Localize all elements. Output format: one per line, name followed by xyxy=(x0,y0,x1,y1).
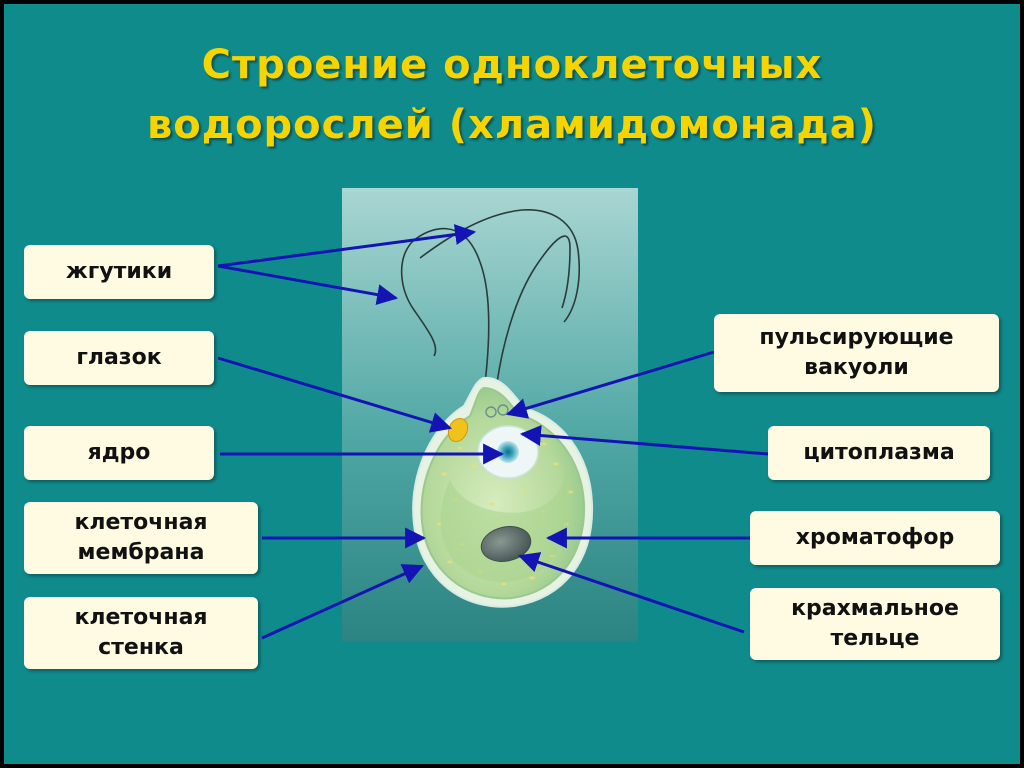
label-starch-line2: тельце xyxy=(830,626,920,651)
label-cell-wall-line2: стенка xyxy=(98,635,184,660)
label-cytoplasm-text: цитоплазма xyxy=(803,440,955,465)
flagellum-left xyxy=(400,227,490,393)
label-flagella: жгутики xyxy=(24,245,214,299)
label-nucleus: ядро xyxy=(24,426,214,480)
nucleus-core xyxy=(497,441,519,463)
label-vacuoles-line2: вакуоли xyxy=(804,355,909,380)
label-vacuoles-line1: пульсирующие xyxy=(759,325,954,350)
vacuole-left xyxy=(485,406,497,418)
arrow-cytoplasm xyxy=(519,425,769,456)
label-contractile-vacuoles: пульсирующие вакуоли xyxy=(714,314,999,392)
arrow-wall xyxy=(261,564,424,640)
label-eyespot-text: глазок xyxy=(76,345,162,370)
arrow-flagella-lower xyxy=(217,264,399,305)
label-flagella-text: жгутики xyxy=(65,259,173,284)
title-line-2: водорослей (хламидомонада) xyxy=(146,102,878,148)
title-line-1: Строение одноклеточных xyxy=(201,42,823,88)
label-cell-membrane-line1: клеточная xyxy=(74,510,208,535)
arrow-vacuoles xyxy=(505,350,715,419)
label-cytoplasm: цитоплазма xyxy=(768,426,990,480)
label-cell-membrane: клеточная мембрана xyxy=(24,502,258,574)
slide: Строение одноклеточных водорослей (хлами… xyxy=(4,4,1020,764)
label-nucleus-text: ядро xyxy=(87,440,151,465)
label-eyespot: глазок xyxy=(24,331,214,385)
arrow-starch xyxy=(518,552,745,634)
label-cell-membrane-line2: мембрана xyxy=(77,540,205,565)
label-cell-wall: клеточная стенка xyxy=(24,597,258,669)
label-chromatophore: хроматофор xyxy=(750,511,1000,565)
chlamydomonas-diagram xyxy=(217,188,769,642)
arrow-flagella-upper xyxy=(217,224,477,268)
label-chromatophore-text: хроматофор xyxy=(795,525,955,550)
label-starch-line1: крахмальное xyxy=(791,596,959,621)
arrow-eyespot xyxy=(217,356,453,433)
label-starch-body: крахмальное тельце xyxy=(750,588,1000,660)
label-cell-wall-line1: клеточная xyxy=(74,605,208,630)
